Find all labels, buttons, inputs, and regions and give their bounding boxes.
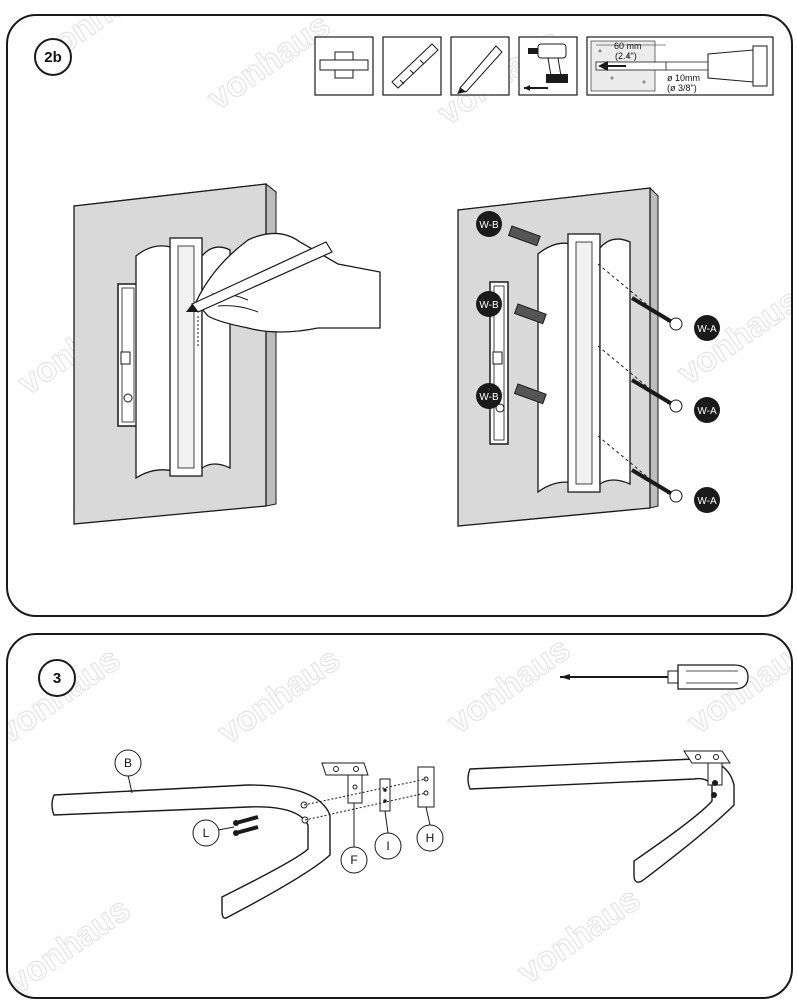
screw-label: W-A [697,406,717,417]
drill-diameter-mm: ø 10mm [667,73,700,83]
watermark-text: vonhaus [211,640,347,751]
step-3-panel: vonhaus vonhaus vonhaus vonhaus vonhaus … [6,633,793,999]
drill-diameter-in: (ø 3/8") [667,83,697,93]
step-badge: 2b [34,38,72,76]
step-3-illustration: vonhaus vonhaus vonhaus vonhaus vonhaus … [8,635,791,999]
wall-plug-group [507,225,547,405]
screwdriver-icon [560,664,749,690]
watermark-group: vonhaus vonhaus vonhaus vonhaus vonhaus … [8,635,791,999]
screw-group [630,296,683,503]
watermark-text: vonhaus [511,880,647,991]
watermark-text: vonhaus [8,890,137,999]
part-label-i: I [386,839,389,853]
part-label-b: B [124,756,132,770]
step-2b-panel: vonhaus vonhaus vonhaus vonhaus vonhaus [6,14,793,617]
fixing-illustration: W-B W-B W-B W-A W-A W-A [456,186,720,527]
anchor-labels: W-B W-B W-B [476,211,502,409]
screw-labels: W-A W-A W-A [694,315,720,513]
watermark-text: vonhaus [671,281,793,392]
anchor-label: W-B [479,300,499,311]
marking-illustration [72,182,381,525]
screw-label: W-A [697,324,717,335]
drill-spec-icon: 60 mm (2.4") ø 10mm (ø 3/8") [586,36,774,96]
screw-label: W-A [697,496,717,507]
spirit-level-icon [314,36,374,96]
watermark-text: vonhaus [441,635,577,742]
screw-l-group [233,815,259,836]
tool-icons-row: 60 mm (2.4") ø 10mm (ø 3/8") [314,36,774,96]
pencil-icon [450,36,510,96]
drill-depth-in: (2.4") [615,51,637,61]
tape-measure-icon [382,36,442,96]
part-label-l: L [203,826,210,840]
part-label-f: F [350,853,357,867]
anchor-label: W-B [479,392,499,403]
drill-depth-mm: 60 mm [614,41,642,51]
drill-icon [518,36,578,96]
anchor-label: W-B [479,220,499,231]
step-2b-illustration: vonhaus vonhaus vonhaus vonhaus vonhaus [10,16,793,527]
step-badge: 3 [38,659,76,697]
assembled-bar [467,750,735,883]
exploded-assembly: B L F I H [51,749,444,919]
watermark-text: vonhaus [8,640,127,751]
part-callouts: B L F I H [114,749,444,874]
part-label-h: H [426,831,435,845]
